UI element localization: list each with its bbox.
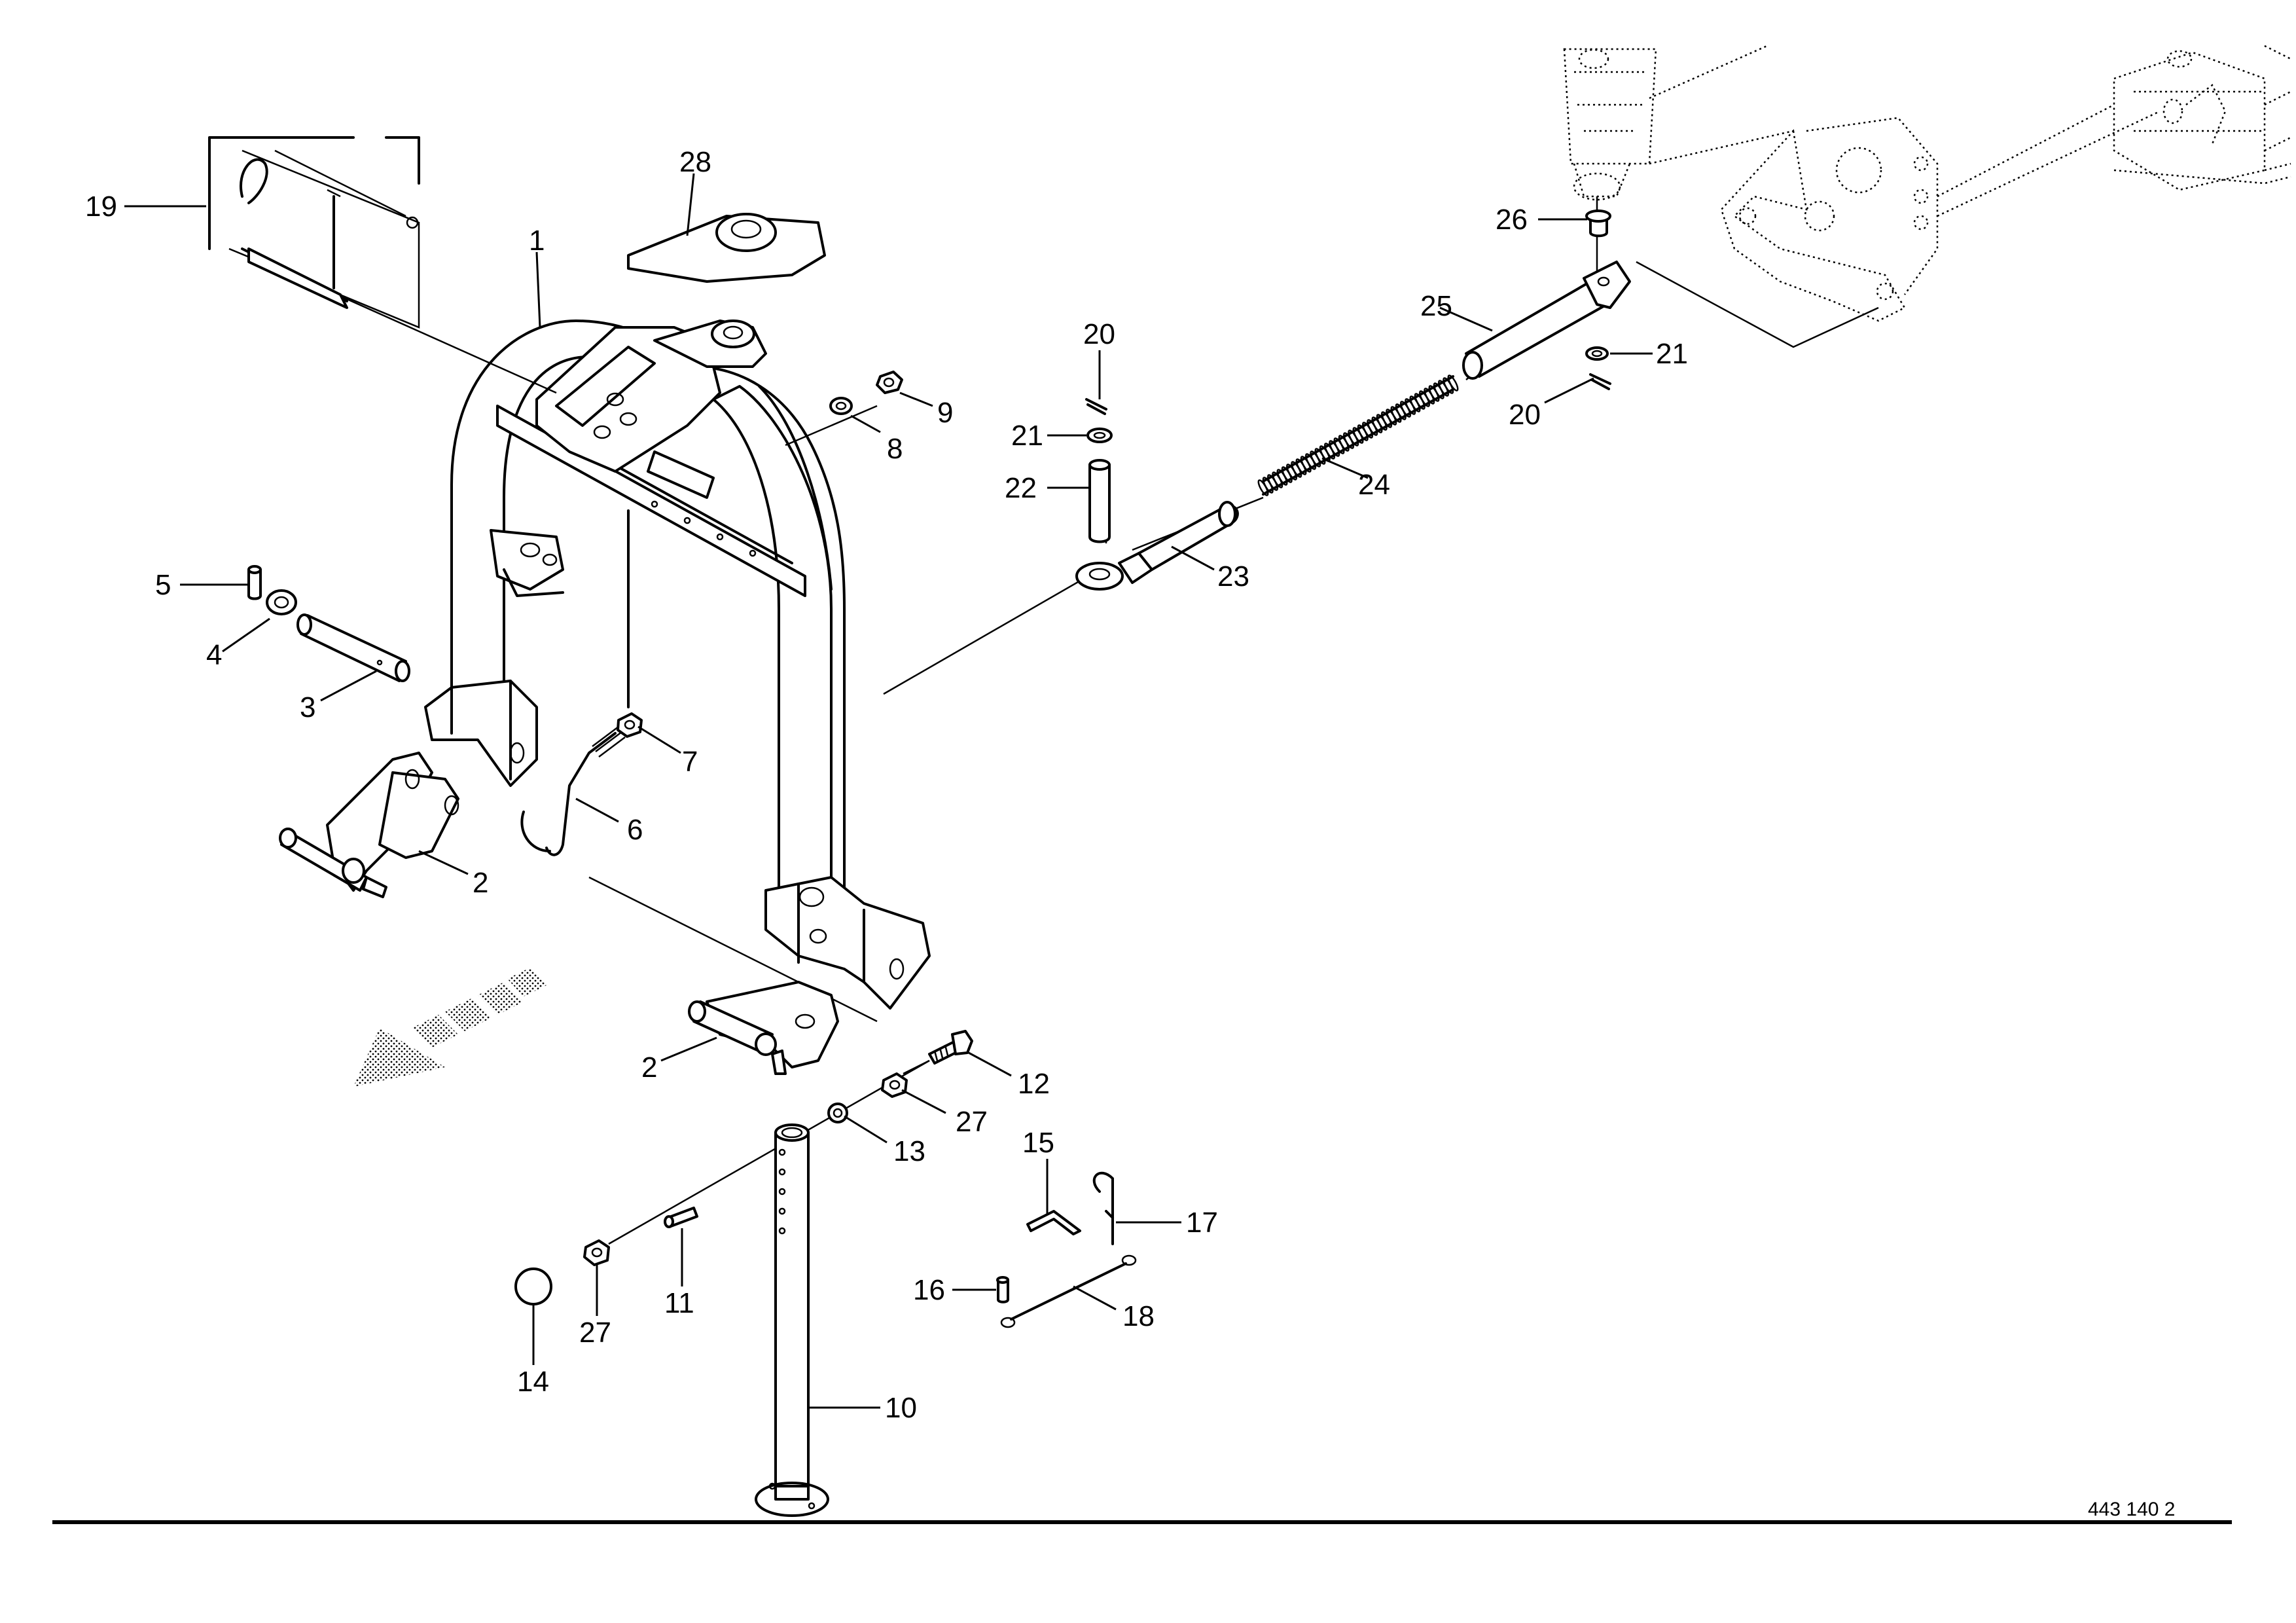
spring-part-24 xyxy=(1257,374,1459,496)
tube-part-25 xyxy=(1462,261,1631,380)
callout-8: 8 xyxy=(887,433,903,465)
clip-part-15 xyxy=(1026,1210,1081,1235)
spring-pin-part-20-right xyxy=(1589,373,1611,390)
cable-part-18 xyxy=(1000,1254,1137,1328)
washer-part-21-left xyxy=(1086,428,1113,443)
callout-20-right: 20 xyxy=(1509,399,1541,431)
pin-part-16 xyxy=(996,1276,1009,1304)
callout-22: 22 xyxy=(1005,472,1037,504)
spring-pin-part-20-left xyxy=(1085,398,1107,415)
hook-part-6 xyxy=(520,726,626,856)
callout-6: 6 xyxy=(627,814,643,846)
pin-part-3 xyxy=(296,613,410,682)
nut-part-7 xyxy=(617,712,643,738)
pin-part-11 xyxy=(664,1207,698,1228)
pivot-bracket-part-2-lower xyxy=(688,981,839,1075)
callout-13: 13 xyxy=(893,1135,925,1167)
machine-frame-background xyxy=(1563,45,2291,322)
callout-25: 25 xyxy=(1420,290,1452,322)
washer-part-13 xyxy=(827,1103,848,1123)
pin-part-22 xyxy=(1088,459,1111,543)
drawing-number: 443 140 2 xyxy=(2088,1499,2175,1520)
callout-19: 19 xyxy=(85,191,117,223)
plate-part-28 xyxy=(627,213,826,283)
callout-12: 12 xyxy=(1018,1068,1050,1100)
callout-11: 11 xyxy=(664,1287,694,1319)
callout-17: 17 xyxy=(1186,1207,1218,1239)
leader-lines xyxy=(124,173,1653,1409)
rod-end-part-23 xyxy=(1075,501,1239,591)
pin-assembly-part-19 xyxy=(208,136,420,329)
nut-part-9 xyxy=(876,371,903,394)
callout-2-upper: 2 xyxy=(473,867,488,899)
pin-part-26 xyxy=(1585,210,1611,238)
linch-pin-part-17 xyxy=(1092,1171,1114,1245)
callout-15: 15 xyxy=(1022,1127,1054,1159)
callout-18: 18 xyxy=(1122,1300,1155,1332)
stand-tube-part-10 xyxy=(755,1123,829,1517)
callout-4: 4 xyxy=(206,639,222,671)
direction-arrow-icon xyxy=(353,968,547,1087)
sleeve-part-5 xyxy=(247,565,262,600)
callout-1: 1 xyxy=(529,225,545,257)
callout-labels: 19 28 1 9 8 20 21 22 26 25 21 20 24 23 5… xyxy=(85,146,1688,1424)
callout-27-upper: 27 xyxy=(956,1106,988,1138)
callout-21-right: 21 xyxy=(1656,338,1688,370)
callout-14: 14 xyxy=(517,1366,549,1398)
washer-part-4 xyxy=(266,589,297,615)
callout-10: 10 xyxy=(885,1392,917,1424)
main-frame-part-1 xyxy=(424,319,931,1010)
nut-part-27-lower xyxy=(583,1239,610,1266)
callout-9: 9 xyxy=(937,397,953,429)
callout-27-lower: 27 xyxy=(579,1317,611,1349)
pivot-bracket-part-2-upper xyxy=(279,752,459,898)
washer-part-8 xyxy=(829,397,853,415)
callout-16: 16 xyxy=(913,1274,945,1306)
callout-28: 28 xyxy=(679,146,711,178)
bolt-part-12 xyxy=(928,1030,973,1065)
callout-21-left: 21 xyxy=(1011,420,1043,452)
callout-26: 26 xyxy=(1496,204,1528,236)
washer-part-21-right xyxy=(1585,346,1609,361)
callout-24: 24 xyxy=(1358,469,1390,501)
knob-part-14 xyxy=(514,1267,552,1305)
callout-23: 23 xyxy=(1217,560,1249,593)
callout-7: 7 xyxy=(682,746,698,778)
callout-20-left: 20 xyxy=(1083,318,1115,350)
nut-part-27-upper xyxy=(881,1072,908,1098)
callout-5: 5 xyxy=(155,569,171,601)
callout-3: 3 xyxy=(300,691,315,723)
callout-2-lower: 2 xyxy=(641,1051,657,1084)
